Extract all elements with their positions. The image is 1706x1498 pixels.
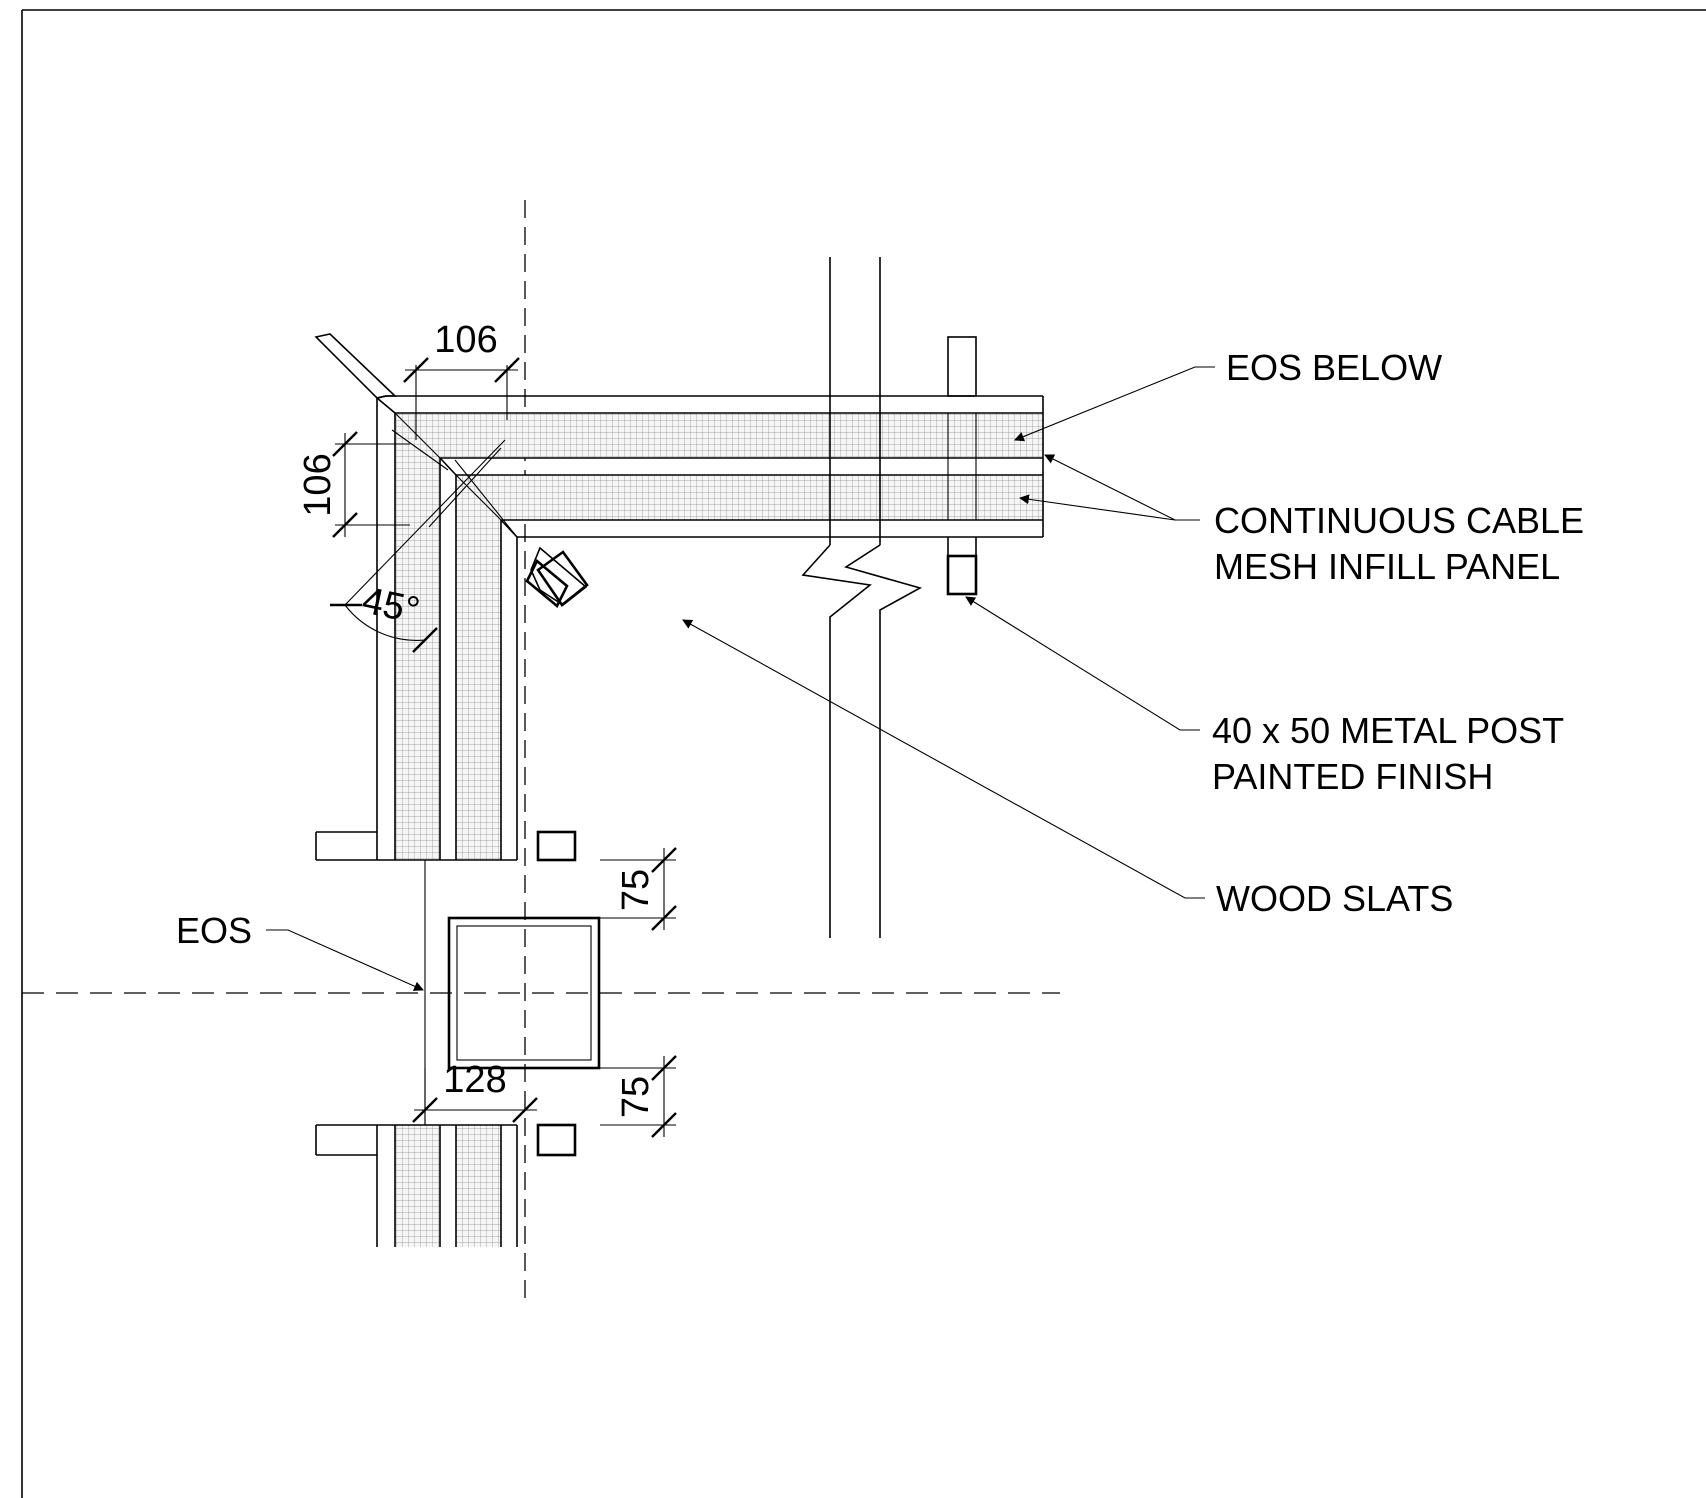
main-square-post — [447, 916, 601, 1070]
label-cable-line2: MESH INFILL PANEL — [1214, 546, 1560, 587]
break-line — [801, 257, 923, 938]
dimension-top-106: 106 — [403, 319, 520, 440]
label-eos-below: EOS BELOW — [1226, 347, 1442, 388]
callout-labels: EOS BELOW CONTINUOUS CABLE MESH INFILL P… — [176, 347, 1584, 951]
center-lines — [22, 200, 1060, 1305]
label-post-line2: PAINTED FINISH — [1212, 756, 1493, 797]
panel-divider-lines — [947, 413, 977, 520]
label-cable-line1: CONTINUOUS CABLE — [1214, 500, 1584, 541]
sheet-border — [21, 9, 1706, 1498]
dimension-left-106: 106 — [297, 431, 410, 538]
corner-metal-post — [525, 546, 589, 609]
small-posts — [536, 830, 577, 1157]
label-wood-slats: WOOD SLATS — [1216, 878, 1453, 919]
dimension-post-width-128: 128 — [412, 1059, 538, 1125]
dim-post-width-text: 128 — [443, 1059, 506, 1101]
mesh-infill-panels — [395, 413, 1043, 1247]
label-post-line1: 40 x 50 METAL POST — [1212, 710, 1564, 751]
dim-top-106-text: 106 — [434, 319, 497, 361]
dim-post-upper-text: 75 — [615, 869, 657, 911]
label-eos: EOS — [176, 910, 252, 951]
dimension-post-lower-75: 75 — [600, 1055, 677, 1138]
right-metal-post — [946, 336, 978, 596]
dim-post-lower-text: 75 — [615, 1076, 657, 1118]
dim-left-106-text: 106 — [297, 453, 339, 516]
lower-slat-segment — [315, 1124, 518, 1247]
corner-bevel — [314, 333, 518, 606]
dimension-post-upper-75: 75 — [600, 847, 677, 931]
leader-lines — [266, 366, 1215, 991]
